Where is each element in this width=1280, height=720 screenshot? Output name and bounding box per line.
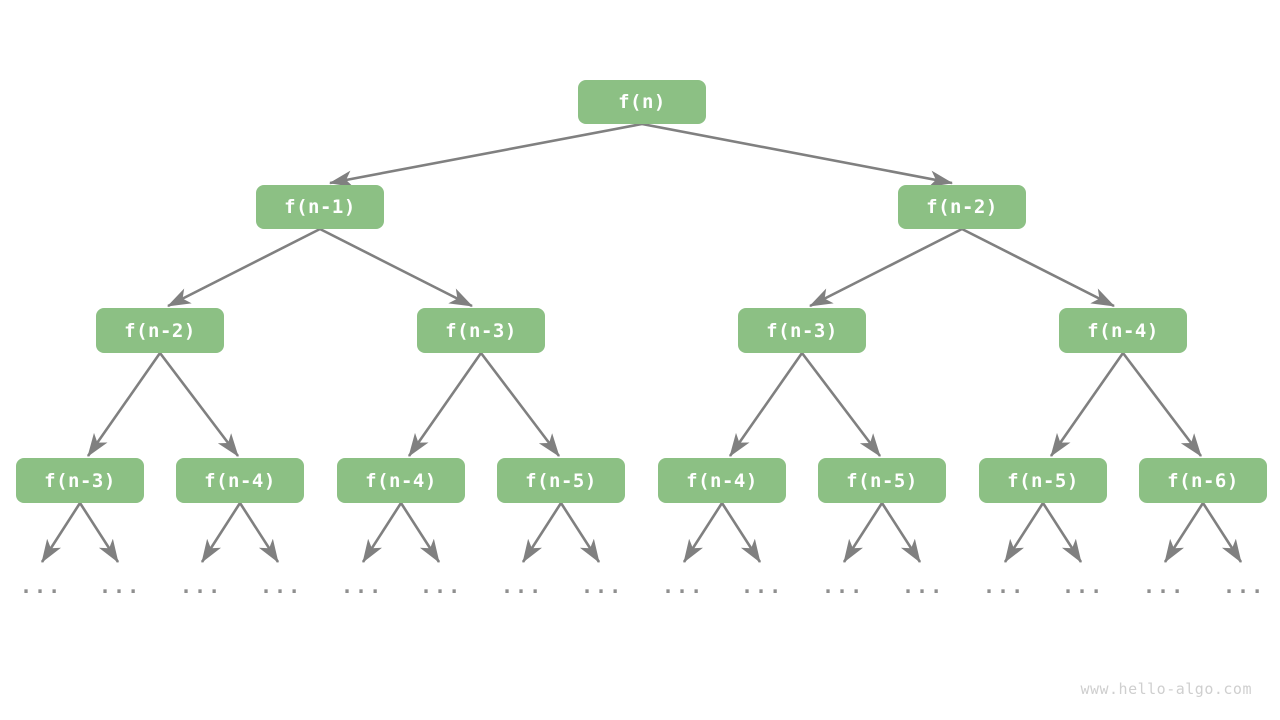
tree-node-4-7: f(n-5) (979, 458, 1107, 503)
tree-edge (809, 227, 963, 308)
ellipsis-marker: ... (902, 574, 945, 598)
watermark: www.hello-algo.com (1080, 680, 1252, 698)
ellipsis-marker: ... (260, 574, 303, 598)
tree-edge (1201, 502, 1243, 563)
tree-node-4-2: f(n-4) (176, 458, 304, 503)
tree-edge (641, 122, 954, 187)
tree-edge (86, 352, 162, 457)
tree-edge (1049, 352, 1125, 457)
ellipsis-marker: ... (180, 574, 223, 598)
ellipsis-marker: ... (420, 574, 463, 598)
tree-edge (800, 352, 882, 457)
tree-edge (1003, 502, 1045, 563)
tree-edge (720, 502, 762, 563)
tree-node-4-5: f(n-4) (658, 458, 786, 503)
tree-edge (200, 502, 242, 563)
ellipsis-marker: ... (20, 574, 63, 598)
ellipsis-marker: ... (662, 574, 705, 598)
tree-edge (1163, 502, 1205, 563)
tree-node-label: f(n-3) (44, 469, 116, 492)
tree-node-label: f(n-4) (204, 469, 276, 492)
tree-edge (682, 502, 724, 563)
tree-edge (328, 122, 643, 188)
ellipsis-marker: ... (341, 574, 384, 598)
tree-node-4-1: f(n-3) (16, 458, 144, 503)
tree-node-label: f(n-5) (1007, 469, 1079, 492)
tree-node-label: f(n) (618, 91, 666, 113)
tree-node-1-1: f(n) (578, 80, 706, 124)
tree-node-label: f(n-1) (284, 196, 356, 218)
tree-node-label: f(n-2) (124, 319, 196, 342)
tree-node-2-2: f(n-2) (898, 185, 1026, 229)
ellipsis-marker: ... (741, 574, 784, 598)
tree-node-label: f(n-5) (846, 469, 918, 492)
tree-node-label: f(n-6) (1167, 469, 1239, 492)
tree-node-label: f(n-4) (365, 469, 437, 492)
tree-node-label: f(n-4) (686, 469, 758, 492)
tree-node-4-6: f(n-5) (818, 458, 946, 503)
tree-edge (961, 227, 1115, 308)
ellipsis-marker: ... (983, 574, 1026, 598)
ellipsis-marker: ... (1062, 574, 1105, 598)
tree-edge (167, 227, 321, 308)
ellipsis-marker: ... (501, 574, 544, 598)
tree-node-label: f(n-5) (525, 469, 597, 492)
tree-edge (158, 352, 240, 457)
tree-edge (479, 352, 561, 457)
tree-edge (40, 502, 82, 563)
tree-node-4-3: f(n-4) (337, 458, 465, 503)
tree-edge (399, 502, 441, 563)
ellipsis-marker: ... (581, 574, 624, 598)
tree-node-4-8: f(n-6) (1139, 458, 1267, 503)
tree-node-3-3: f(n-3) (738, 308, 866, 353)
ellipsis-marker: ... (822, 574, 865, 598)
tree-edge (559, 502, 601, 563)
tree-node-2-1: f(n-1) (256, 185, 384, 229)
tree-edge (238, 502, 280, 563)
tree-edge (1041, 502, 1083, 563)
tree-edge (1121, 352, 1203, 457)
tree-edge (78, 502, 120, 563)
tree-edge (842, 502, 884, 563)
ellipsis-marker: ... (1143, 574, 1186, 598)
tree-edge (521, 502, 563, 563)
tree-edge (407, 352, 483, 457)
tree-node-label: f(n-3) (445, 319, 517, 342)
tree-edge (728, 352, 804, 457)
tree-node-3-2: f(n-3) (417, 308, 545, 353)
ellipsis-marker: ... (99, 574, 142, 598)
tree-node-3-1: f(n-2) (96, 308, 224, 353)
tree-node-label: f(n-3) (766, 319, 838, 342)
tree-node-3-4: f(n-4) (1059, 308, 1187, 353)
tree-edge (319, 227, 473, 308)
tree-edge (880, 502, 922, 563)
ellipsis-marker: ... (1223, 574, 1266, 598)
tree-node-label: f(n-4) (1087, 319, 1159, 342)
tree-node-4-4: f(n-5) (497, 458, 625, 503)
tree-edge (361, 502, 403, 563)
tree-node-label: f(n-2) (926, 196, 998, 218)
